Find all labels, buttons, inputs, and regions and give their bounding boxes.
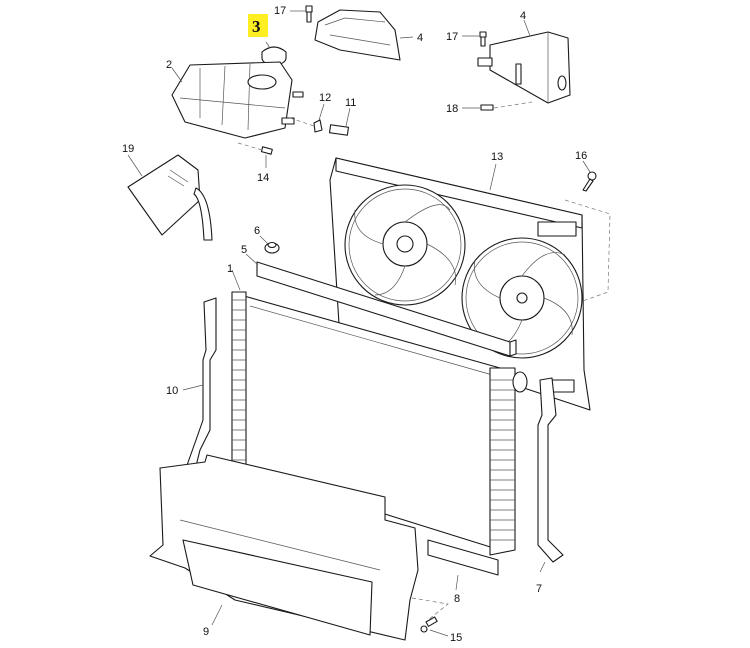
highlight-box	[248, 14, 268, 37]
callout-13[interactable]: 13	[491, 151, 503, 163]
side-seal-left[interactable]	[182, 297, 217, 471]
callout-6[interactable]: 6	[254, 225, 260, 237]
callout-12[interactable]: 12	[319, 92, 331, 104]
bolt-17-top[interactable]	[290, 5, 313, 23]
bolt-14[interactable]	[237, 142, 273, 168]
callout-11[interactable]: 11	[345, 97, 356, 109]
callout-18[interactable]: 18	[446, 103, 458, 115]
expansion-tank-cover[interactable]	[314, 9, 414, 61]
side-seal-right[interactable]	[537, 377, 564, 573]
bolt-17-right[interactable]	[462, 31, 487, 47]
foam-seal-lower[interactable]	[427, 539, 499, 591]
highlight-callout-3[interactable]: 3	[248, 14, 268, 37]
callout-14[interactable]: 14	[257, 172, 269, 184]
callout-1[interactable]: 1	[227, 263, 233, 275]
clip-12[interactable]	[289, 103, 325, 133]
callout-8[interactable]: 8	[454, 593, 460, 605]
callout-16[interactable]: 16	[575, 150, 587, 162]
callout-17-right[interactable]: 17	[446, 31, 458, 43]
air-deflector[interactable]	[149, 454, 419, 641]
hose-sleeve-11[interactable]	[328, 107, 351, 136]
filler-cap[interactable]	[261, 41, 287, 66]
callout-9[interactable]: 9	[203, 626, 209, 638]
control-module[interactable]	[127, 154, 213, 241]
bolt-16[interactable]	[564, 160, 611, 303]
bolt-15[interactable]	[411, 597, 449, 637]
highlight-label: 3	[252, 17, 261, 36]
callout-7[interactable]: 7	[536, 583, 542, 595]
callout-17-top[interactable]: 17	[274, 5, 286, 17]
expansion-tank[interactable]	[171, 61, 304, 139]
callout-5[interactable]: 5	[241, 244, 247, 256]
callout-15[interactable]: 15	[450, 632, 462, 644]
callout-4-cover[interactable]: 4	[417, 32, 423, 44]
foam-seal-upper[interactable]	[245, 253, 517, 357]
callout-2[interactable]: 2	[166, 59, 172, 71]
callout-4-duct[interactable]: 4	[520, 10, 526, 22]
callout-10[interactable]: 10	[166, 385, 178, 397]
nut-6[interactable]	[259, 235, 280, 254]
callout-19[interactable]: 19	[122, 143, 134, 155]
air-duct-upper[interactable]	[477, 19, 571, 104]
bolt-18[interactable]	[462, 101, 533, 111]
